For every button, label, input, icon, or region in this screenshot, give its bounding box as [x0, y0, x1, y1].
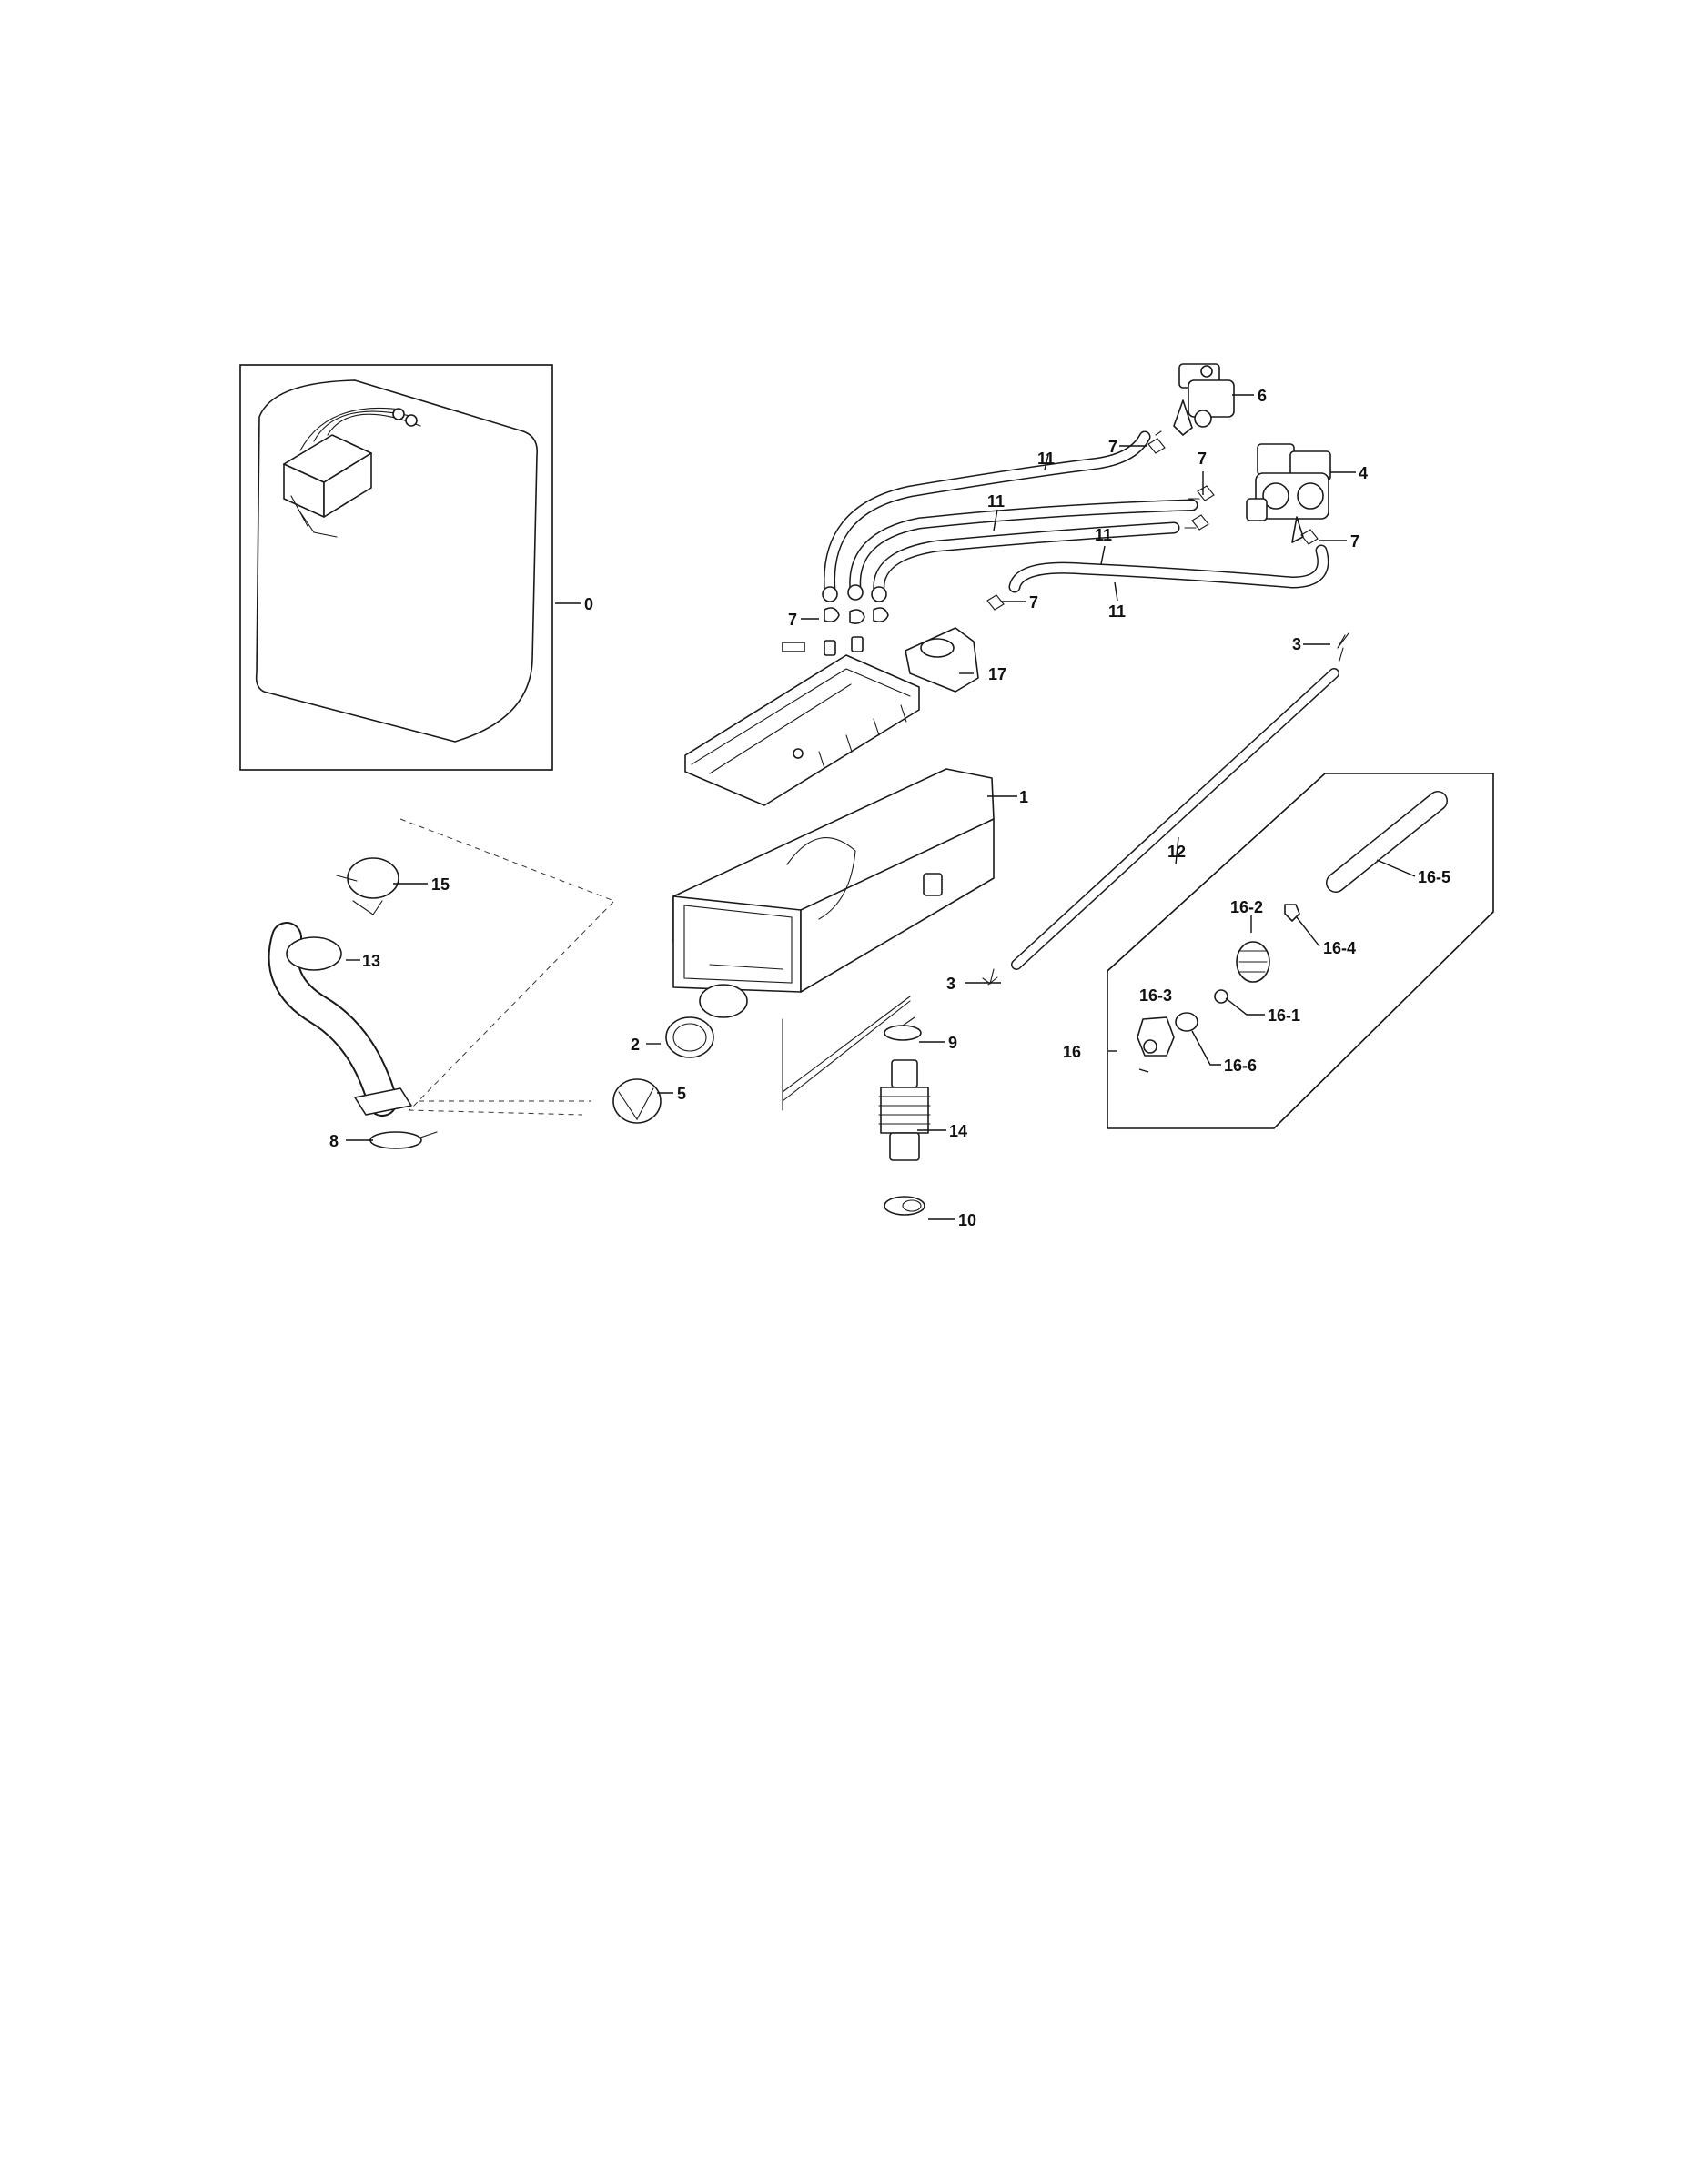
dispenser-cover [684, 627, 979, 806]
dispenser-housing [672, 768, 995, 1018]
callout-2: 2 [631, 1036, 640, 1054]
callout-16-4: 16-4 [1323, 939, 1356, 957]
callout-16-3: 16-3 [1139, 986, 1172, 1005]
callout-16: 16 [1063, 1043, 1081, 1061]
callout-7-c: 7 [1350, 532, 1359, 551]
hose-clamps [824, 430, 1319, 656]
callout-17: 17 [988, 665, 1006, 683]
vent-tube [982, 632, 1349, 986]
callout-16-1: 16-1 [1268, 1006, 1300, 1025]
callout-11-c: 11 [1095, 526, 1112, 544]
callout-1: 1 [1019, 788, 1028, 806]
bellows-assembly [878, 1016, 931, 1216]
callout-12: 12 [1167, 843, 1186, 861]
callout-7-e: 7 [788, 611, 797, 629]
callout-5: 5 [677, 1085, 686, 1103]
callout-3-top: 3 [1292, 635, 1301, 653]
callout-3-bottom: 3 [946, 975, 955, 993]
callout-4: 4 [1359, 464, 1368, 482]
callout-7-d: 7 [1029, 593, 1038, 612]
callout-9: 9 [948, 1034, 957, 1052]
callout-8: 8 [329, 1132, 339, 1150]
callout-11-b: 11 [987, 492, 1005, 511]
caps [612, 1016, 714, 1124]
drain-hose-assembly [268, 857, 438, 1149]
callout-0: 0 [584, 595, 593, 613]
leader-lines [346, 394, 1416, 1220]
callout-11-a: 11 [1037, 450, 1055, 468]
callout-14: 14 [949, 1122, 967, 1140]
callout-7-b: 7 [1198, 450, 1207, 468]
water-valve-single [1173, 363, 1235, 436]
inlet-hoses [822, 430, 1329, 602]
assembly-inset-box [239, 364, 553, 771]
callout-16-5: 16-5 [1418, 868, 1450, 886]
callout-labels: 0 1 2 3 3 4 5 6 7 7 7 7 7 8 9 10 11 11 1… [329, 387, 1450, 1229]
callout-16-2: 16-2 [1230, 898, 1263, 916]
callout-7-a: 7 [1108, 438, 1117, 456]
callout-15: 15 [431, 875, 450, 894]
filter-kit-inset [1107, 773, 1494, 1129]
callout-10: 10 [958, 1211, 976, 1229]
callout-6: 6 [1258, 387, 1267, 405]
assembly-thumbnail [283, 407, 421, 538]
callout-11-d: 11 [1108, 602, 1126, 621]
water-valve-double [1246, 443, 1331, 543]
callout-13: 13 [362, 952, 380, 970]
guide-lines [399, 818, 911, 1116]
callout-16-6: 16-6 [1224, 1057, 1257, 1075]
